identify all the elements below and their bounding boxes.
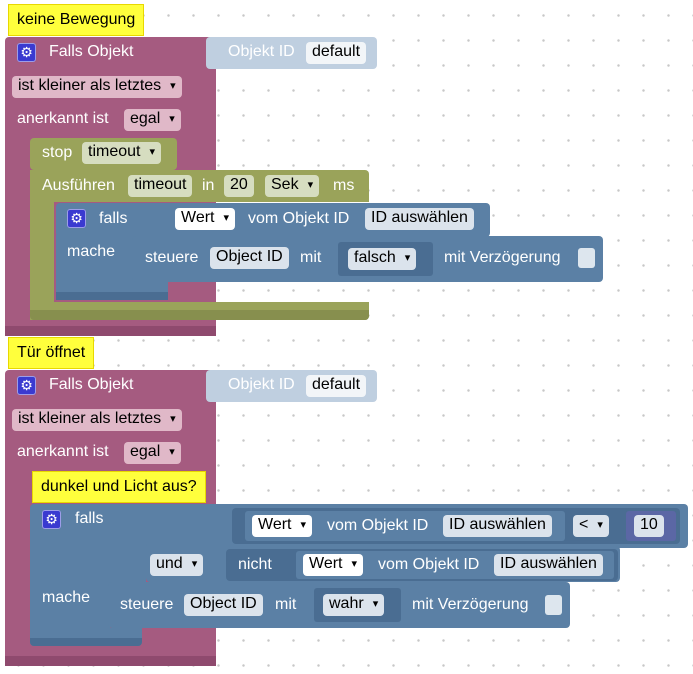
anerkannt-label: anerkannt ist: [17, 110, 109, 127]
objekt-id-value[interactable]: default: [306, 42, 367, 64]
condition-dropdown[interactable]: ist kleiner als letztes: [12, 409, 182, 431]
gear-icon[interactable]: ⚙: [67, 209, 86, 228]
stop-timeout-dropdown[interactable]: timeout: [82, 142, 161, 164]
operator-dropdown[interactable]: <: [573, 515, 609, 537]
verzoegerung-label: mit Verzögerung: [412, 596, 529, 613]
comment-dunkel-licht[interactable]: dunkel und Licht aus?: [32, 471, 206, 503]
mache-label: mache: [42, 589, 91, 606]
objekt-id-value[interactable]: default: [306, 375, 367, 397]
objekt-id-label: Objekt ID: [228, 43, 295, 60]
id-auswaehlen-field[interactable]: ID auswählen: [365, 208, 474, 230]
object-id-field[interactable]: Object ID: [184, 594, 263, 616]
mit-label: mit: [300, 249, 322, 266]
falls-label: falls: [75, 510, 104, 527]
bool-dropdown[interactable]: falsch: [348, 248, 417, 270]
vom-objekt-id-label: vom Objekt ID: [327, 517, 429, 534]
steuere-label: steuere: [145, 249, 199, 266]
ausfuehren-label: Ausführen: [42, 177, 115, 194]
id2-auswaehlen-field[interactable]: ID auswählen: [494, 554, 603, 576]
gear-icon[interactable]: ⚙: [17, 376, 36, 395]
gear-icon[interactable]: ⚙: [17, 43, 36, 62]
comment-tuer-oeffnet[interactable]: Tür öffnet: [8, 337, 95, 369]
wert-dropdown[interactable]: Wert: [252, 515, 313, 537]
anerkannt-dropdown[interactable]: egal: [124, 109, 181, 131]
number-field[interactable]: 10: [634, 515, 664, 537]
anerkannt-dropdown[interactable]: egal: [124, 442, 181, 464]
unit-dropdown[interactable]: Sek: [265, 175, 320, 197]
ms-label: ms: [333, 177, 355, 194]
wert2-dropdown[interactable]: Wert: [303, 554, 364, 576]
delay-toggle[interactable]: [545, 595, 562, 615]
comment-keine-bewegung[interactable]: keine Bewegung: [8, 4, 145, 36]
falls-objekt-label: Falls Objekt: [49, 376, 134, 393]
ausfuehren-timeout-field[interactable]: timeout: [128, 175, 193, 197]
id-auswaehlen-field[interactable]: ID auswählen: [443, 515, 552, 537]
delay-field[interactable]: 20: [224, 175, 254, 197]
object-id-field[interactable]: Object ID: [210, 247, 289, 269]
objekt-id-label: Objekt ID: [228, 376, 295, 393]
gear-icon[interactable]: ⚙: [42, 510, 61, 529]
bool-dropdown[interactable]: wahr: [323, 594, 385, 616]
steuere-label: steuere: [120, 596, 174, 613]
vom-objekt-id-label: vom Objekt ID: [248, 210, 350, 227]
mit-label: mit: [275, 596, 297, 613]
vom2-objekt-id-label: vom Objekt ID: [378, 556, 480, 573]
falls-label: falls: [99, 210, 128, 227]
nicht-label: nicht: [238, 556, 272, 573]
und-dropdown[interactable]: und: [150, 554, 204, 576]
wert-dropdown[interactable]: Wert: [175, 208, 236, 230]
delay-toggle[interactable]: [578, 248, 595, 268]
in-label: in: [202, 177, 215, 194]
stop-label: stop: [42, 144, 73, 161]
anerkannt-label: anerkannt ist: [17, 443, 109, 460]
condition-dropdown[interactable]: ist kleiner als letztes: [12, 76, 182, 98]
verzoegerung-label: mit Verzögerung: [444, 249, 561, 266]
mache-label: mache: [67, 243, 116, 260]
falls-objekt-label: Falls Objekt: [49, 43, 134, 60]
